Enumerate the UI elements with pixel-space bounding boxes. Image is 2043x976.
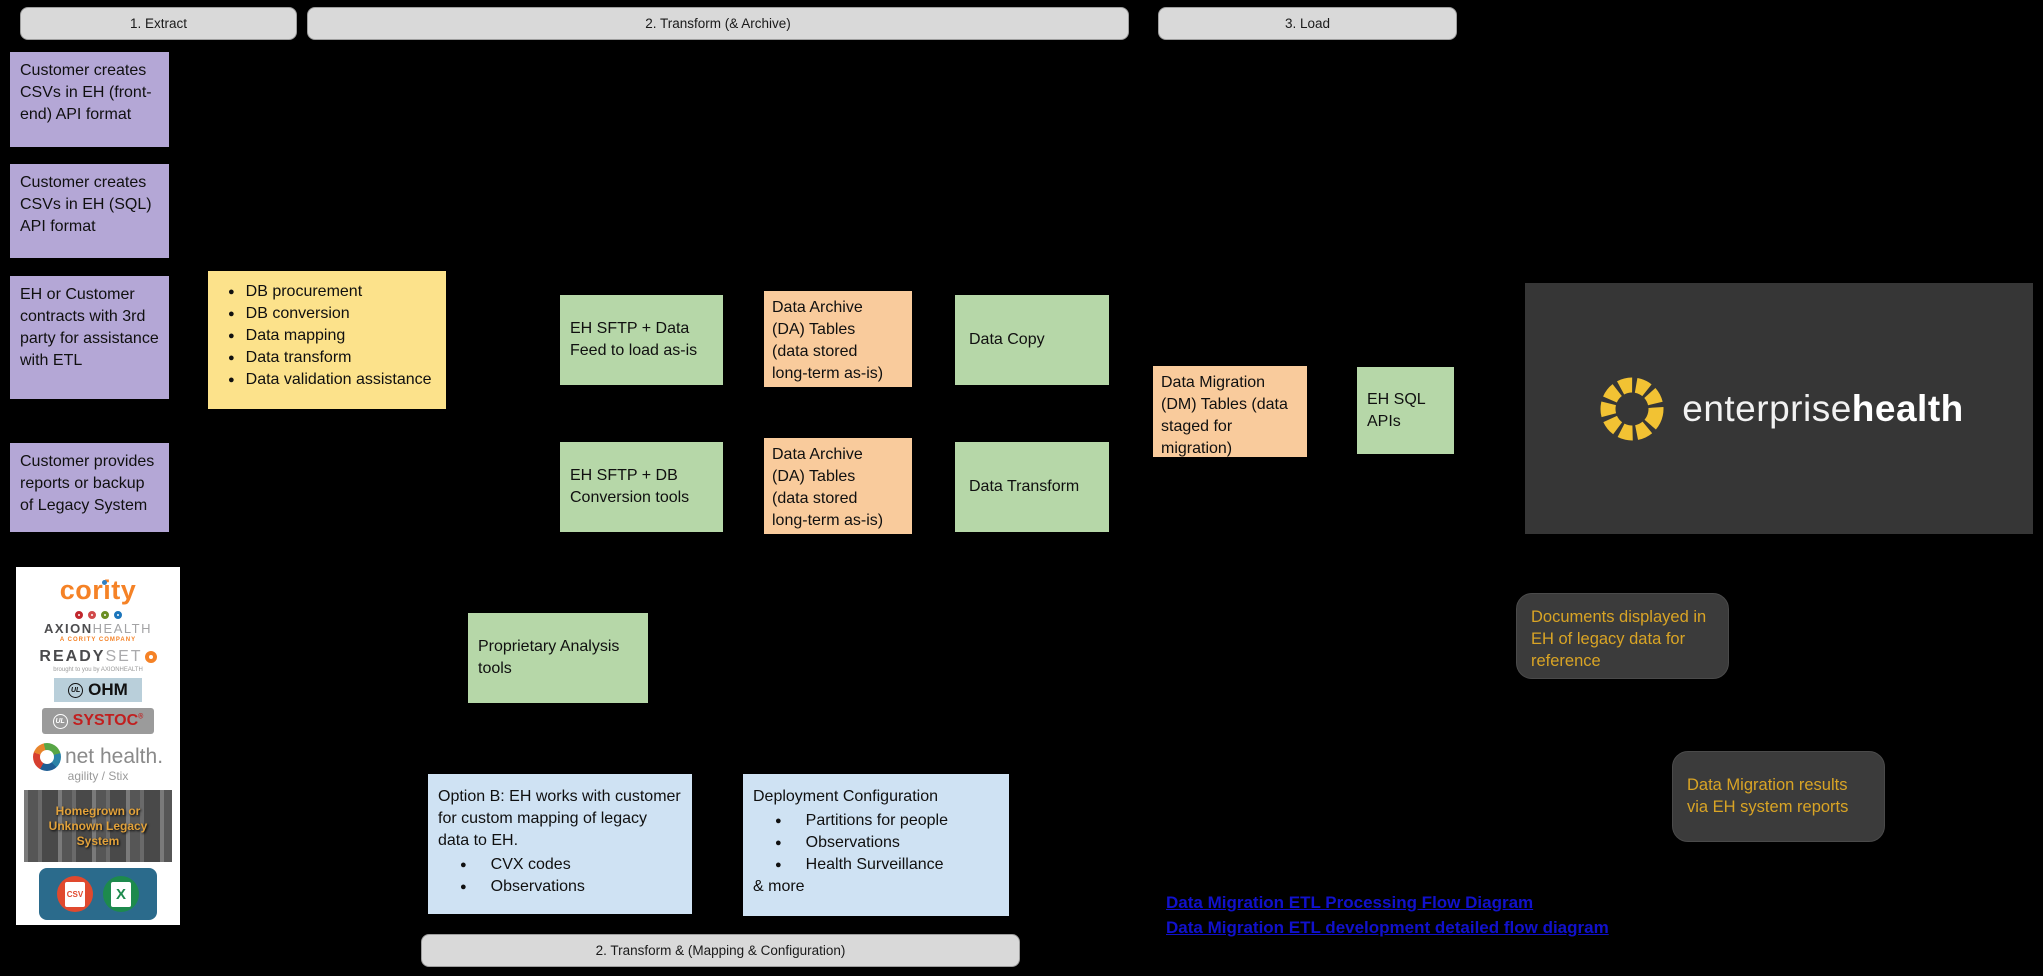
deployment-more: & more <box>753 878 805 895</box>
csv-file-icon-label: CSV <box>65 881 85 907</box>
readyset-o-icon <box>144 651 157 663</box>
box-dm-tables: Data Migration (DM) Tables (data staged … <box>1153 366 1307 457</box>
box-data-copy: Data Copy <box>955 295 1109 385</box>
list-item: DB conversion <box>228 303 436 325</box>
nethealth-logo: net health. agility / Stix <box>16 743 180 783</box>
cority-logo: cority <box>16 575 180 606</box>
ohm-wordmark: OHM <box>88 680 128 699</box>
link-etl-processing-flow[interactable]: Data Migration ETL Processing Flow Diagr… <box>1166 893 1534 912</box>
readyset-tagline: brought to you by AXIONHEALTH <box>53 667 143 673</box>
homegrown-legacy-photo: Homegrown or Unknown Legacy System <box>16 790 180 862</box>
excel-file-icon: X <box>103 876 139 912</box>
ohm-badge: UL OHM <box>54 678 142 702</box>
list-item: Data mapping <box>228 325 436 347</box>
systoc-logo: UL SYSTOC® <box>16 708 180 734</box>
box-da-tables-top: Data Archive (DA) Tables (data stored lo… <box>764 291 912 387</box>
axion-dots-icon <box>74 611 122 619</box>
enterprise-health-panel: enterprisehealth <box>1525 283 2033 534</box>
office-files-badge: CSV X <box>39 868 157 920</box>
registered-mark: ® <box>138 713 144 721</box>
ul-mark-icon: UL <box>52 713 68 729</box>
axion-tagline: A CORITY COMPANY <box>59 637 137 643</box>
related-diagram-links: Data Migration ETL Processing Flow Diagr… <box>1166 891 1609 939</box>
list-item: Data transform <box>228 347 436 369</box>
cority-logo-text: cority <box>60 575 137 606</box>
etl-assistance-list: DB procurementDB conversionData mappingD… <box>218 279 436 391</box>
stage-header-transform-mapping: 2. Transform & (Mapping & Configuration) <box>421 934 1020 967</box>
axion-wordmark-right: HEALTH <box>92 621 152 636</box>
cority-i-dot-icon <box>102 580 108 585</box>
box-etl-assistance: DB procurementDB conversionData mappingD… <box>208 271 446 409</box>
box-customer-csv-frontend: Customer creates CSVs in EH (front-end) … <box>10 52 169 147</box>
axion-health-logo: AXIONHEALTH A CORITY COMPANY <box>16 611 180 643</box>
systoc-wordmark: SYSTOC® <box>73 712 144 730</box>
stage-header-transform-archive: 2. Transform (& Archive) <box>307 7 1129 40</box>
readyset-wordmark-ready: READY <box>39 648 106 665</box>
box-legacy-backup: Customer provides reports or backup of L… <box>10 443 169 532</box>
list-item: DB procurement <box>228 281 436 303</box>
box-data-transform: Data Transform <box>955 442 1109 532</box>
list-item: Health Surveillance <box>775 854 999 876</box>
eh-brand-light: enterprise <box>1682 387 1852 429</box>
box-third-party-etl: EH or Customer contracts with 3rd party … <box>10 276 169 399</box>
list-item: Partitions for people <box>775 810 999 832</box>
eh-brand-name: enterprisehealth <box>1682 388 1964 430</box>
note-documents-displayed: Documents displayed in EH of legacy data… <box>1516 593 1729 679</box>
nethealth-subtitle: agility / Stix <box>67 769 129 783</box>
deployment-title: Deployment Configuration <box>753 788 938 805</box>
excel-file-icon-label: X <box>111 881 131 907</box>
nethealth-ring-hole <box>39 750 54 764</box>
cority-wordmark: cority <box>59 575 137 605</box>
option-b-list: CVX codesObservations <box>438 852 682 898</box>
axion-dot-blue-icon <box>113 611 122 619</box>
box-sftp-db-conversion: EH SFTP + DB Conversion tools <box>560 442 723 532</box>
axion-wordmark-left: AXION <box>44 621 93 636</box>
homegrown-caption: Homegrown or Unknown Legacy System <box>48 803 148 848</box>
ohm-logo: UL OHM <box>16 678 180 702</box>
list-item: Data validation assistance <box>228 369 436 391</box>
box-option-b-mapping: Option B: EH works with customer for cus… <box>428 774 692 914</box>
link-etl-development-flow[interactable]: Data Migration ETL development detailed … <box>1166 918 1609 937</box>
readyset-wordmark-set: SET <box>105 648 143 665</box>
stage-header-extract: 1. Extract <box>20 7 297 40</box>
list-item: CVX codes <box>460 854 682 876</box>
axion-dot-red-icon <box>74 611 83 619</box>
axion-dot-green-icon <box>100 611 109 619</box>
systoc-wordmark-text: SYSTOC <box>72 712 139 729</box>
systoc-badge: UL SYSTOC® <box>42 708 154 734</box>
deployment-list: Partitions for peopleObservationsHealth … <box>753 808 999 876</box>
box-da-tables-bottom: Data Archive (DA) Tables (data stored lo… <box>764 438 912 534</box>
nethealth-ring-icon <box>32 743 61 771</box>
legacy-systems-panel: cority AXIONHEALTH A CORITY COMPANY READ… <box>16 567 180 925</box>
eh-sun-icon <box>1600 377 1664 440</box>
option-b-text: Option B: EH works with customer for cus… <box>438 788 681 849</box>
csv-file-icon: CSV <box>57 876 93 912</box>
stage-header-load: 3. Load <box>1158 7 1457 40</box>
axion-dot-crimson-icon <box>87 611 96 619</box>
box-sftp-data-feed: EH SFTP + Data Feed to load as-is <box>560 295 723 385</box>
office-files-logos: CSV X <box>16 868 180 920</box>
eh-brand-bold: health <box>1851 387 1964 429</box>
list-item: Observations <box>460 876 682 898</box>
axion-wordmark: AXIONHEALTH <box>44 621 152 636</box>
nethealth-row: net health. <box>32 743 164 771</box>
mainframe-photo: Homegrown or Unknown Legacy System <box>24 790 172 862</box>
box-deployment-configuration: Deployment Configuration Partitions for … <box>743 774 1009 916</box>
note-migration-results: Data Migration results via EH system rep… <box>1672 751 1885 842</box>
box-customer-csv-sql: Customer creates CSVs in EH (SQL) API fo… <box>10 164 169 258</box>
box-eh-sql-apis: EH SQL APIs <box>1357 367 1454 454</box>
nethealth-wordmark: net health. <box>64 745 164 768</box>
ul-mark-icon: UL <box>68 682 84 698</box>
list-item: Observations <box>775 832 999 854</box>
box-proprietary-tools: Proprietary Analysis tools <box>468 613 648 703</box>
